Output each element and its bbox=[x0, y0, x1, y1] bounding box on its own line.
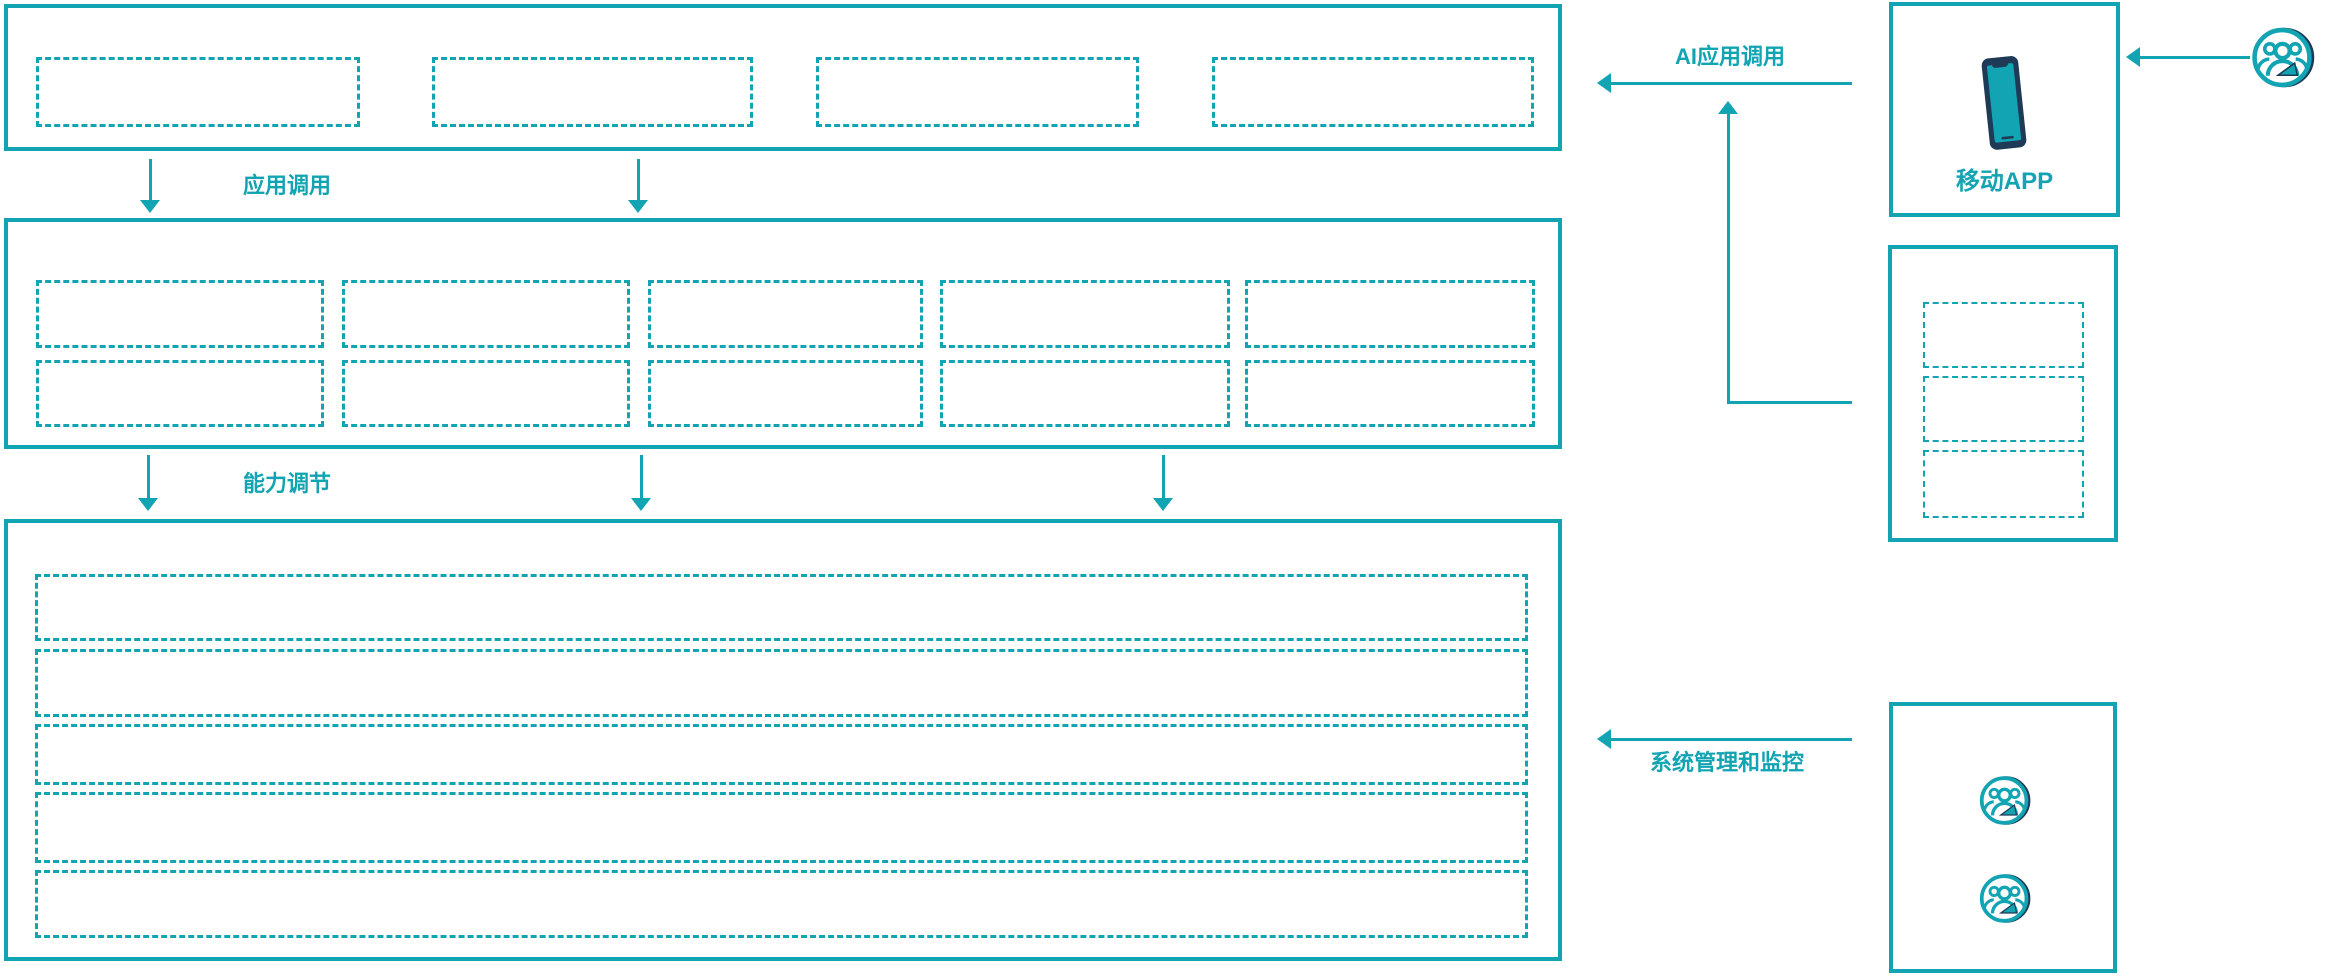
capability-label: 能力调节 bbox=[243, 471, 332, 496]
admin-box bbox=[1889, 702, 2117, 973]
placeholder-box bbox=[1245, 360, 1535, 427]
placeholder-box bbox=[35, 792, 1528, 863]
placeholder-box bbox=[35, 870, 1528, 938]
placeholder-box bbox=[36, 360, 324, 427]
placeholder-box bbox=[1923, 376, 2084, 442]
placeholder-box bbox=[940, 280, 1230, 348]
placeholder-box bbox=[648, 280, 923, 348]
placeholder-box bbox=[1245, 280, 1535, 348]
placeholder-box bbox=[940, 360, 1230, 427]
channel-box bbox=[1888, 245, 2118, 542]
app-call-label: 应用调用 bbox=[243, 173, 332, 198]
placeholder-box bbox=[35, 649, 1528, 717]
placeholder-box bbox=[1923, 450, 2084, 518]
placeholder-box bbox=[1212, 57, 1534, 127]
placeholder-box bbox=[36, 280, 324, 348]
platform-layer-panel bbox=[4, 519, 1562, 961]
placeholder-box bbox=[342, 280, 630, 348]
placeholder-box bbox=[35, 724, 1528, 785]
placeholder-box bbox=[1923, 302, 2084, 368]
user-group-icon bbox=[1978, 774, 2031, 827]
mobile-app-label: 移动APP bbox=[1955, 168, 2054, 195]
smartphone-icon bbox=[1970, 52, 2036, 154]
placeholder-box bbox=[36, 57, 360, 127]
placeholder-box bbox=[648, 360, 923, 427]
ai-app-call-label: AI应用调用 bbox=[1675, 44, 1786, 69]
user-group-icon bbox=[1978, 872, 2031, 925]
placeholder-box bbox=[35, 574, 1528, 641]
placeholder-box bbox=[342, 360, 630, 427]
capability-layer-panel bbox=[4, 218, 1562, 449]
placeholder-box bbox=[816, 57, 1139, 127]
user-group-icon bbox=[2250, 25, 2315, 90]
system-monitor-label: 系统管理和监控 bbox=[1650, 750, 1805, 775]
placeholder-box bbox=[432, 57, 753, 127]
